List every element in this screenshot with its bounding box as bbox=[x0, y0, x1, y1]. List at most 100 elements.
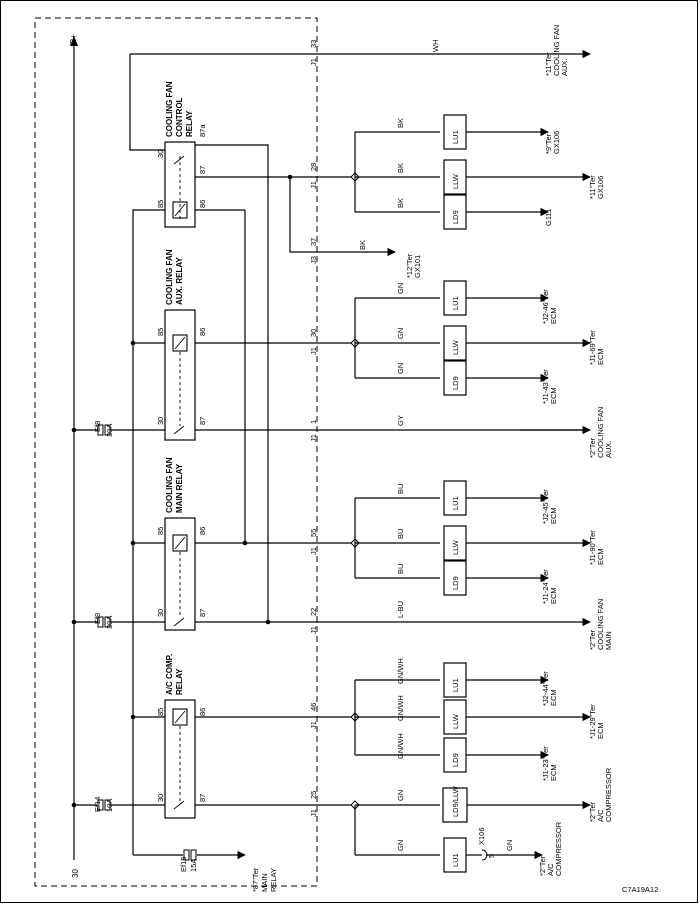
ef14-dot bbox=[71, 802, 77, 808]
bplus-label: B+ bbox=[69, 34, 78, 44]
gn-option-2-box-label: LD9 bbox=[451, 376, 460, 390]
color-wh-text: WH bbox=[431, 40, 440, 53]
gw-color-2: GN/WH bbox=[396, 733, 405, 759]
dest-fan-aux-line-1-text: COOLING FAN bbox=[596, 407, 605, 458]
ac-pin-30-text: 30 bbox=[156, 794, 165, 802]
connector-c28-name-text: J1 bbox=[309, 181, 318, 189]
bu-color-0: BU bbox=[396, 484, 405, 494]
bk-dest-0-line-1: GX106 bbox=[552, 131, 561, 154]
aux-pin-30: 30 bbox=[156, 417, 165, 425]
gw-dest-1-line-1: ECM bbox=[596, 722, 605, 739]
dest-ac-comp-line-2: COMPRESSOR bbox=[604, 767, 613, 822]
main-pin-87-text: 87 bbox=[198, 609, 207, 617]
color-wh: WH bbox=[431, 40, 440, 53]
connector-c55-pin: 55 bbox=[309, 529, 318, 537]
ef14-name-line-0-text: Ef14 bbox=[93, 797, 102, 812]
svg-text:30: 30 bbox=[71, 869, 80, 878]
dest-ac-comp-line-2-text: COMPRESSOR bbox=[604, 767, 613, 822]
bu-dest-2-line-0-text: *J1-24"Ter bbox=[541, 569, 550, 604]
gn-option-1-box-label-text: LLW bbox=[451, 339, 460, 355]
connector-c30-pin-text: 30 bbox=[309, 329, 318, 337]
dest-gx101-line-0-text: *12"Ter bbox=[405, 253, 414, 278]
connector-c37-name-text: J3 bbox=[309, 256, 318, 264]
bu-option-1-box-label: LLW bbox=[451, 539, 460, 555]
dest-ac-comp-line-0-text: *2"Ter bbox=[588, 801, 597, 822]
main-relay-ref-line-2: RELAY bbox=[269, 868, 278, 892]
ef9-name-line-0-text: Ef9 bbox=[93, 613, 102, 624]
connector-c1-pin-text: 1 bbox=[309, 420, 318, 424]
bk-dest-0-line-1-text: GX106 bbox=[552, 131, 561, 154]
bk-dest-2-line-0: G111 bbox=[544, 209, 553, 226]
bu-dest-2-line-0: *J1-24"Ter bbox=[541, 569, 550, 604]
connector-c22-pin-text: 22 bbox=[309, 608, 318, 616]
gw-color-0-text: GN/WH bbox=[396, 658, 405, 684]
gw-dest-1-line-0: *J1-29"Ter bbox=[588, 704, 597, 739]
bk-dest-1-line-1-text: GX106 bbox=[596, 176, 605, 199]
bk-color-0-text: BK bbox=[396, 118, 405, 128]
control-pin-87a: 87a bbox=[198, 124, 207, 137]
main-relay-ref-line-2-text: RELAY bbox=[269, 868, 278, 892]
x106-name-text: X106 bbox=[477, 827, 486, 845]
connector-c28-pin: 28 bbox=[309, 163, 318, 171]
ac-relay-title-line-0: A/C COMP. bbox=[165, 654, 174, 695]
gn-dest-2-line-1: ECM bbox=[549, 387, 558, 404]
bu-option-2-box-label-text: LD9 bbox=[451, 576, 460, 590]
ef8-name-line-0: Ef8 bbox=[93, 421, 102, 432]
bu-dest-0-line-1: ECM bbox=[549, 507, 558, 524]
control-relay-title-line-0: COOLING FAN bbox=[165, 81, 174, 137]
connector-c33-name: J1 bbox=[309, 58, 318, 66]
main-relay-ref-line-0-text: *87"Ter bbox=[251, 867, 260, 892]
gn-dest-2-line-1-text: ECM bbox=[549, 387, 558, 404]
connector-c46-pin: 46 bbox=[309, 703, 318, 711]
control-pin-85-text: 85 bbox=[156, 200, 165, 208]
gn-color-1: GN bbox=[396, 328, 405, 339]
bu-option-2-box-label: LD9 bbox=[451, 576, 460, 590]
color-gy-text: GY bbox=[396, 415, 405, 426]
control-relay-title-line-0-text: COOLING FAN bbox=[165, 81, 174, 137]
gw-option-2-box-label-text: LD9 bbox=[451, 753, 460, 767]
dest-ac-comp2-line-1: A/C bbox=[546, 863, 555, 876]
bu-option-0-box-label-text: LU1 bbox=[451, 496, 460, 510]
control-pin-30-text: 30 bbox=[156, 150, 165, 158]
control-pin-87a-text: 87a bbox=[198, 124, 207, 137]
dest-ac-comp2-line-0: *2"Ter bbox=[538, 855, 547, 876]
aux-relay-title-line-0: COOLING FAN bbox=[165, 249, 174, 305]
bk-option-2-box-label: LD9 bbox=[451, 210, 460, 224]
lbu-dot bbox=[265, 619, 271, 625]
bu-dest-2-line-1-text: ECM bbox=[549, 587, 558, 604]
color-gn5: GN bbox=[396, 840, 405, 851]
aux-pin-87: 87 bbox=[198, 417, 207, 425]
connector-c22-name: J1 bbox=[309, 626, 318, 634]
bk-dest-1-line-0-text: *11"Ter bbox=[588, 175, 597, 199]
main-relay-switch-icon bbox=[173, 617, 185, 627]
ac-relay-switch-icon bbox=[173, 800, 185, 810]
ef15-rating-line-0-text: 15A bbox=[189, 859, 198, 872]
coil-feed-bus bbox=[132, 209, 165, 855]
ac-85-dot bbox=[130, 714, 136, 720]
dest-fan-main-line-1-text: COOLING FAN bbox=[596, 599, 605, 650]
control-relay-title-line-2: RELAY bbox=[185, 110, 194, 137]
dest-gx101-line-0: *12"Ter bbox=[405, 253, 414, 278]
color-lbu-text: L-BU bbox=[396, 601, 405, 618]
dest-gx101-line-1: GX101 bbox=[413, 255, 422, 278]
ef15-fuse-icon-left bbox=[183, 849, 190, 861]
gn-color-0: GN bbox=[396, 283, 405, 294]
gn-dest-1-line-1-text: ECM bbox=[596, 348, 605, 365]
connector-c28-pin-text: 28 bbox=[309, 163, 318, 171]
control-relay-switch-icon bbox=[173, 155, 185, 165]
connector-c33-pin: 33 bbox=[309, 40, 318, 48]
control-30-wire bbox=[129, 54, 165, 151]
dest-fan-main-line-0-text: *2"Ter bbox=[588, 629, 597, 650]
aux-relay-title-line-1: AUX. RELAY bbox=[175, 257, 184, 305]
gw-dest-0-line-1: ECM bbox=[549, 689, 558, 706]
color-gn4-text: GN bbox=[396, 790, 405, 801]
ef8-rating-line-0: 30A bbox=[105, 424, 114, 437]
ac-pin-87-text: 87 bbox=[198, 794, 207, 802]
gw-dest-0-line-0-text: *J2-44"Ter bbox=[541, 671, 550, 706]
dest-fan-aux-line-1: COOLING FAN bbox=[596, 407, 605, 458]
figure-id: C7A19A12 bbox=[622, 885, 658, 894]
control-pin-86-text: 86 bbox=[198, 200, 207, 208]
color-bk4: BK bbox=[358, 240, 367, 250]
aux-85-dot bbox=[130, 340, 136, 346]
